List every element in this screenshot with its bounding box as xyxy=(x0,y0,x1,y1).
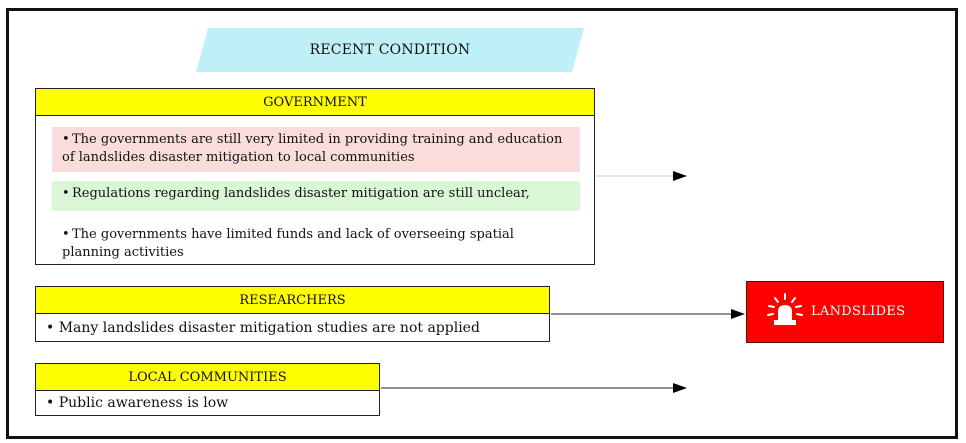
bullet-icon: • xyxy=(62,132,70,147)
bullet-icon: • xyxy=(46,320,55,336)
bullet-icon: • xyxy=(46,395,55,411)
researchers-title: RESEARCHERS xyxy=(239,292,346,308)
diagram-frame xyxy=(6,8,958,439)
government-item-1: •The governments are still very limited … xyxy=(52,127,580,172)
landslides-box: LANDSLIDES xyxy=(746,281,944,343)
local-communities-item-1: • Public awareness is low xyxy=(46,395,229,411)
siren-icon xyxy=(767,293,803,325)
local-communities-box: • Public awareness is low xyxy=(35,390,380,416)
bullet-icon: • xyxy=(62,227,70,242)
banner-title: RECENT CONDITION xyxy=(309,42,471,58)
government-item-3: •The governments have limited funds and … xyxy=(62,227,514,260)
landslides-label: LANDSLIDES xyxy=(811,304,906,319)
recent-condition-banner: RECENT CONDITION xyxy=(196,28,584,72)
local-communities-header: LOCAL COMMUNITIES xyxy=(35,363,380,391)
government-item-2: •Regulations regarding landslides disast… xyxy=(52,181,580,211)
researchers-box: • Many landslides disaster mitigation st… xyxy=(35,313,550,342)
bullet-icon: • xyxy=(62,186,70,201)
researchers-header: RESEARCHERS xyxy=(35,286,550,314)
government-title: GOVERNMENT xyxy=(263,94,367,110)
researchers-item-1: • Many landslides disaster mitigation st… xyxy=(46,320,480,336)
local-communities-title: LOCAL COMMUNITIES xyxy=(128,369,287,385)
